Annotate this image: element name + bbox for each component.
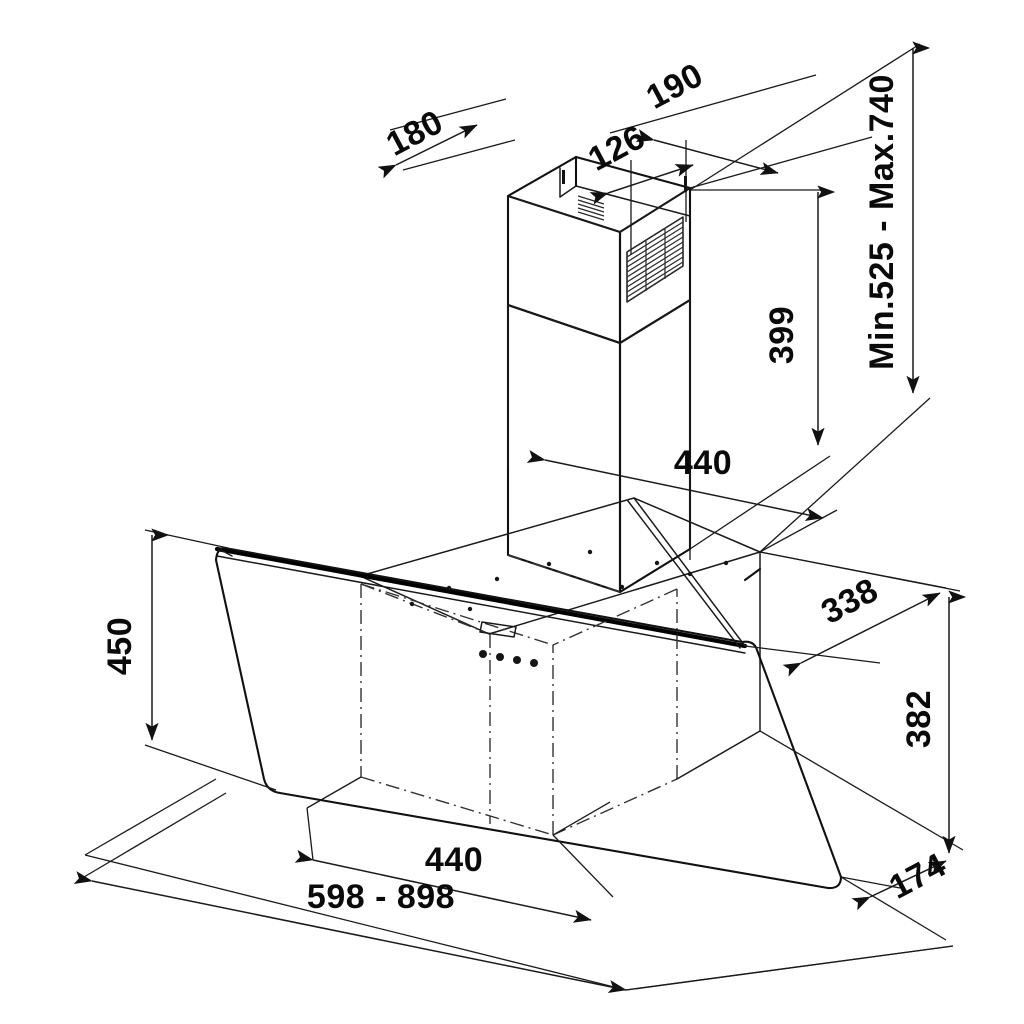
angled-glass-front-panel	[214, 546, 843, 890]
dimension-label-mounting-height: Min.525 - Max.740	[863, 74, 901, 370]
dimension-label-440-top: 440	[674, 444, 732, 482]
dimension-label-450: 450	[101, 617, 139, 675]
mounting-hole-dots	[409, 549, 729, 612]
ground-projection-lines	[84, 854, 954, 991]
control-button[interactable]	[513, 656, 521, 664]
dimension-382: 382	[759, 551, 967, 854]
chimney-slot	[562, 170, 565, 184]
control-button[interactable]	[479, 650, 487, 658]
dimension-label-382: 382	[900, 690, 938, 748]
hood-body-canopy	[214, 497, 762, 836]
display-window[interactable]	[479, 621, 517, 638]
dimension-450: 450	[101, 528, 277, 791]
dimension-mounting-height: Min.525 - Max.740	[689, 41, 931, 553]
control-button[interactable]	[496, 653, 504, 661]
dimension-440-top: 440	[507, 300, 838, 560]
control-panel	[479, 621, 538, 667]
control-button[interactable]	[530, 659, 538, 667]
dimension-label-598-898: 598 - 898	[307, 878, 455, 916]
dimension-label-399: 399	[763, 306, 801, 364]
dimension-label-440-bottom: 440	[425, 841, 483, 879]
